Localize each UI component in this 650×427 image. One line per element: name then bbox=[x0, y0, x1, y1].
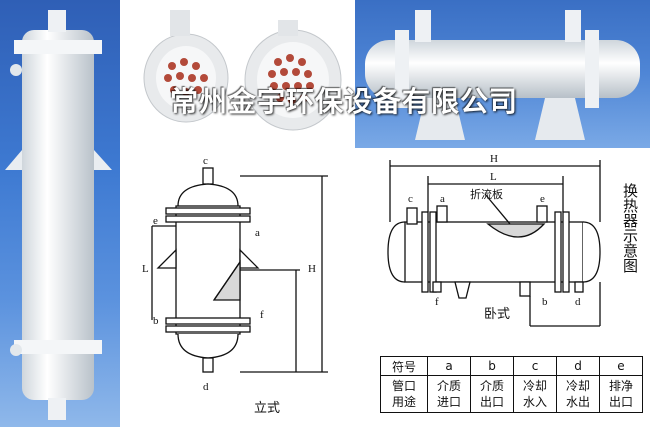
legend-use: 介质进口 bbox=[427, 375, 471, 413]
legend-symbol: b bbox=[470, 356, 514, 376]
vertical-label-H: H bbox=[308, 263, 316, 275]
horizontal-caption: 卧式 bbox=[484, 307, 510, 322]
legend-use: 冷却水出 bbox=[556, 375, 600, 413]
horizontal-label-e: e bbox=[540, 193, 545, 205]
vertical-exchanger-photo bbox=[0, 0, 120, 427]
vertical-exchanger-illustration bbox=[5, 10, 112, 420]
vertical-label-d: d bbox=[203, 381, 209, 393]
tube-sheet-photo bbox=[128, 0, 350, 150]
vertical-label-c: c bbox=[203, 155, 208, 167]
vertical-label-L: L bbox=[142, 263, 149, 275]
horizontal-label-b: b bbox=[542, 296, 548, 308]
horizontal-exchanger-photo bbox=[355, 0, 650, 148]
legend-header-symbol: 符号 bbox=[380, 356, 428, 376]
legend-symbol: a bbox=[427, 356, 471, 376]
vertical-label-f: f bbox=[260, 309, 264, 321]
nozzle-legend-table: 符号 a b c d e 管口用途 介质进口 介质出口 冷却水入 冷却水出 排净… bbox=[380, 356, 643, 413]
vertical-label-a: a bbox=[255, 227, 260, 239]
company-watermark: 常州金宇环保设备有限公司 bbox=[170, 85, 519, 118]
vertical-caption: 立式 bbox=[254, 401, 280, 416]
legend-use: 冷却水入 bbox=[513, 375, 557, 413]
legend-symbol: d bbox=[556, 356, 600, 376]
vertical-label-e: e bbox=[153, 215, 158, 227]
legend-use-row: 管口用途 介质进口 介质出口 冷却水入 冷却水出 排净出口 bbox=[380, 375, 643, 413]
horizontal-label-c: c bbox=[408, 193, 413, 205]
horizontal-exchanger-drawing bbox=[387, 160, 601, 327]
horizontal-label-d: d bbox=[575, 296, 581, 308]
vertical-exchanger-drawing bbox=[151, 167, 328, 373]
diagram-title: 换热器示意图 bbox=[621, 183, 639, 273]
horizontal-exchanger-illustration bbox=[365, 10, 640, 140]
horizontal-label-a: a bbox=[440, 193, 445, 205]
legend-symbol: e bbox=[599, 356, 643, 376]
legend-symbol: c bbox=[513, 356, 557, 376]
legend-use: 介质出口 bbox=[470, 375, 514, 413]
legend-symbol-row: 符号 a b c d e bbox=[380, 356, 643, 376]
baffle-label: 折流板 bbox=[470, 187, 503, 201]
legend-header-use: 管口用途 bbox=[380, 375, 428, 413]
horizontal-label-L: L bbox=[490, 171, 497, 183]
horizontal-label-f: f bbox=[435, 296, 439, 308]
horizontal-label-H: H bbox=[490, 153, 498, 165]
vertical-label-b: b bbox=[153, 315, 159, 327]
legend-use: 排净出口 bbox=[599, 375, 643, 413]
tube-sheet-illustration bbox=[143, 10, 342, 131]
